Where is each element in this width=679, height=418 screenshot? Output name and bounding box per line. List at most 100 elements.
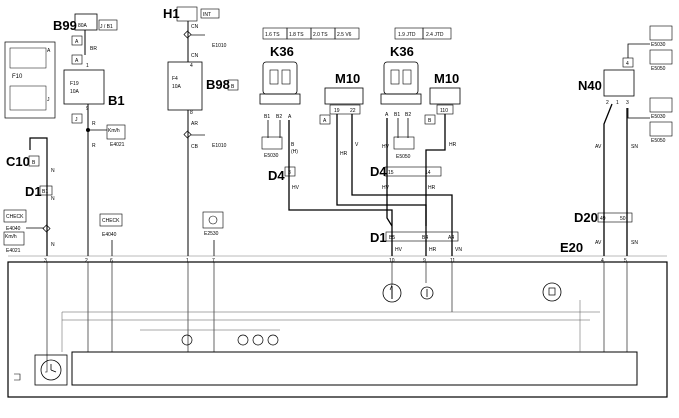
- svg-text:N: N: [51, 168, 55, 174]
- svg-text:HR: HR: [340, 151, 348, 157]
- svg-text:CB: CB: [191, 144, 199, 150]
- svg-text:E5030: E5030: [651, 42, 666, 48]
- svg-text:B: B: [291, 142, 295, 148]
- reference-e4040: CHECK E4040: [99, 213, 123, 256]
- svg-text:B1: B1: [42, 189, 48, 195]
- svg-text:A: A: [288, 114, 292, 120]
- svg-text:(H): (H): [291, 149, 298, 155]
- svg-text:2: 2: [85, 258, 88, 264]
- svg-text:E4040: E4040: [102, 232, 117, 238]
- svg-text:1: 1: [616, 100, 619, 106]
- svg-text:HV: HV: [292, 185, 300, 191]
- connector-d4-right: D4 15 14 HV HR: [370, 164, 442, 191]
- svg-text:BR: BR: [90, 46, 97, 52]
- svg-text:1.8 TS: 1.8 TS: [289, 32, 304, 38]
- svg-text:N: N: [51, 196, 55, 202]
- svg-text:E5050: E5050: [396, 154, 411, 160]
- svg-text:HV: HV: [382, 144, 390, 150]
- svg-text:INT: INT: [203, 12, 211, 18]
- svg-text:Km/h: Km/h: [5, 234, 17, 240]
- component-f10: A F10 J: [4, 41, 56, 119]
- svg-text:C10: C10: [6, 154, 30, 169]
- svg-text:D1: D1: [370, 230, 387, 245]
- svg-text:11: 11: [450, 258, 455, 264]
- svg-text:1.6 TS: 1.6 TS: [265, 32, 280, 38]
- svg-text:M10: M10: [434, 71, 459, 86]
- svg-text:E4021: E4021: [110, 142, 125, 148]
- reference-e2530: E2530: [202, 211, 224, 256]
- component-m10-left: M10 A 19 22 HR V: [319, 71, 453, 256]
- instrument-panel-e20: E20 3 2 6 1 7 10 9 11 4 5: [7, 240, 668, 398]
- svg-text:N40: N40: [578, 78, 602, 93]
- svg-text:F4: F4: [172, 76, 178, 82]
- svg-text:10: 10: [389, 258, 395, 264]
- bulb-icon-2: [252, 334, 264, 346]
- svg-text:E5030: E5030: [651, 114, 666, 120]
- component-c10: C10 B N N N D1 B1 CHECK E4040 Km/h E4021: [3, 137, 55, 256]
- svg-text:HV: HV: [395, 247, 403, 253]
- svg-text:3: 3: [626, 100, 629, 106]
- svg-text:80A: 80A: [78, 23, 88, 29]
- engine-variants-right: 1.9 JTD 2.4 JTD: [394, 27, 452, 40]
- svg-text:M10: M10: [335, 71, 360, 86]
- svg-text:D4: D4: [370, 164, 387, 179]
- svg-text:A: A: [75, 39, 79, 45]
- svg-text:10A: 10A: [172, 84, 182, 90]
- svg-text:6: 6: [110, 258, 113, 264]
- svg-text:E1010: E1010: [212, 143, 227, 149]
- svg-text:Km/h: Km/h: [108, 128, 120, 134]
- svg-text:E1010: E1010: [212, 43, 227, 49]
- svg-text:2.5 V6: 2.5 V6: [337, 32, 352, 38]
- svg-text:HR: HR: [449, 142, 457, 148]
- fuel-gauge-icon: [542, 282, 562, 302]
- svg-text:A: A: [385, 112, 389, 118]
- component-k36-left: K36 B1 B2 A E5030 B (H) D4 3 HV: [259, 44, 393, 256]
- coolant-gauge-icon: [382, 283, 402, 303]
- svg-text:B2: B2: [405, 112, 411, 118]
- clock-icon: [14, 354, 68, 386]
- svg-text:CN: CN: [191, 53, 199, 59]
- component-b99: B99 80A J / B1 A BR: [53, 13, 118, 55]
- svg-text:22: 22: [350, 108, 356, 114]
- svg-text:14: 14: [425, 170, 431, 176]
- svg-text:B: B: [231, 84, 235, 90]
- component-k36-right: K36 A B1 B2 E5050 HV: [380, 44, 422, 227]
- svg-text:AR: AR: [191, 121, 198, 127]
- svg-text:B1: B1: [108, 93, 125, 108]
- svg-text:50: 50: [620, 216, 626, 222]
- svg-text:2.4 JTD: 2.4 JTD: [426, 32, 444, 38]
- svg-text:AV: AV: [595, 144, 602, 150]
- svg-text:A4: A4: [448, 235, 454, 241]
- svg-text:15: 15: [388, 170, 394, 176]
- svg-text:D1: D1: [25, 184, 42, 199]
- svg-text:E5030: E5030: [264, 153, 279, 159]
- bulb-icon-1: [237, 334, 249, 346]
- svg-text:4: 4: [190, 63, 193, 69]
- svg-text:E5050: E5050: [651, 66, 666, 72]
- svg-text:A: A: [323, 118, 327, 124]
- svg-text:J: J: [75, 117, 78, 123]
- svg-text:A: A: [75, 58, 79, 64]
- svg-text:R: R: [92, 121, 96, 127]
- svg-text:F19: F19: [70, 81, 79, 87]
- engine-variants-left: 1.6 TS 1.8 TS 2.0 TS 2.5 V6: [262, 27, 360, 40]
- svg-text:3: 3: [288, 170, 291, 176]
- svg-text:7: 7: [212, 258, 215, 264]
- svg-text:E2530: E2530: [204, 231, 219, 237]
- svg-text:N: N: [51, 242, 55, 248]
- svg-text:B: B: [32, 160, 36, 166]
- component-h1: H1 INT CN E1010 CN: [163, 6, 227, 62]
- svg-text:F10: F10: [12, 74, 23, 80]
- svg-text:B4: B4: [422, 235, 428, 241]
- svg-text:8: 8: [190, 110, 193, 116]
- component-m10-right: M10 110 B HR: [424, 71, 461, 226]
- svg-text:2: 2: [606, 100, 609, 106]
- connector-d20: D20 49 50: [574, 210, 633, 225]
- component-n40: N40 4 2 1 3 E5030 E5050 E5030 E5050 AV S…: [578, 25, 673, 256]
- svg-text:4: 4: [601, 258, 604, 264]
- svg-text:3: 3: [44, 258, 47, 264]
- svg-text:2.0 TS: 2.0 TS: [313, 32, 328, 38]
- svg-text:K36: K36: [390, 44, 414, 59]
- svg-text:A: A: [47, 48, 51, 54]
